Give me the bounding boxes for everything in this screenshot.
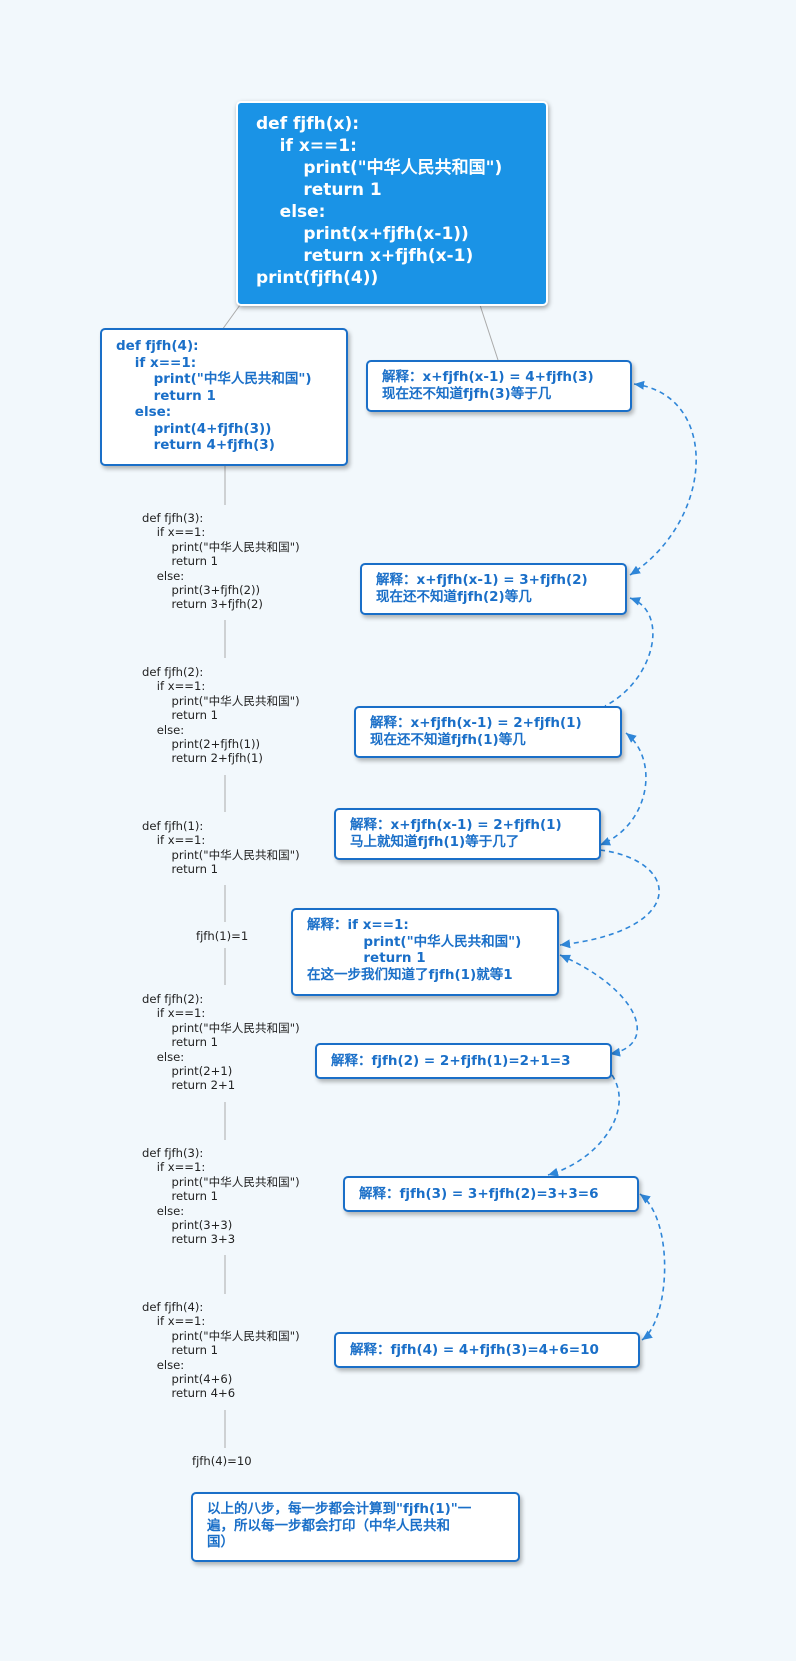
- trace-result-fjfh1: fjfh(1)=1: [196, 929, 249, 943]
- arrow-e6-to-e7: [547, 1074, 620, 1177]
- arrow-e2-to-e3: [604, 597, 654, 707]
- root-to-explanation1-line: [479, 304, 499, 361]
- explanation-box-1[interactable]: 解释：x+fjfh(x-1) = 4+fjfh(3) 现在还不知道fjfh(3)…: [366, 360, 632, 412]
- trace-step5-code: def fjfh(2): if x==1: print("中华人民共和国") r…: [142, 992, 300, 1093]
- explanation-arrows: [547, 380, 697, 1341]
- tree-connectors: [221, 304, 499, 1448]
- explanation-box-4[interactable]: 解释：x+fjfh(x-1) = 2+fjfh(1) 马上就知道fjfh(1)等…: [334, 808, 601, 860]
- arrow-e1-to-e2: [629, 380, 697, 576]
- explanation-box-2[interactable]: 解释：x+fjfh(x-1) = 3+fjfh(2) 现在还不知道fjfh(2)…: [360, 563, 627, 615]
- explanation-box-6[interactable]: 解释：fjfh(2) = 2+fjfh(1)=2+1=3: [315, 1043, 612, 1079]
- arrow-e4-to-e5: [559, 849, 660, 949]
- root-to-step1-line: [221, 304, 241, 331]
- arrow-e5-to-e6: [559, 954, 638, 1057]
- explanation-box-5[interactable]: 解释：if x==1: print("中华人民共和国") return 1 在这…: [291, 908, 559, 996]
- summary-box[interactable]: 以上的八步，每一步都会计算到"fjfh(1)"一 遍，所以每一步都会打印（中华人…: [191, 1492, 520, 1562]
- explanation-box-3[interactable]: 解释：x+fjfh(x-1) = 2+fjfh(1) 现在还不知道fjfh(1)…: [354, 706, 622, 758]
- trace-result-fjfh4: fjfh(4)=10: [192, 1454, 252, 1468]
- root-code-box[interactable]: def fjfh(x): if x==1: print("中华人民共和国") r…: [236, 101, 548, 306]
- trace-step6-code: def fjfh(3): if x==1: print("中华人民共和国") r…: [142, 1146, 300, 1247]
- trace-step3-code: def fjfh(2): if x==1: print("中华人民共和国") r…: [142, 665, 300, 766]
- arrow-e7-to-e8: [639, 1193, 666, 1341]
- arrow-e3-to-e4: [599, 732, 647, 846]
- trace-step7-code: def fjfh(4): if x==1: print("中华人民共和国") r…: [142, 1300, 300, 1401]
- trace-step2-code: def fjfh(3): if x==1: print("中华人民共和国") r…: [142, 511, 300, 612]
- explanation-box-8[interactable]: 解释：fjfh(4) = 4+fjfh(3)=4+6=10: [334, 1332, 640, 1368]
- step1-code-box[interactable]: def fjfh(4): if x==1: print("中华人民共和国") r…: [100, 328, 348, 466]
- explanation-box-7[interactable]: 解释：fjfh(3) = 3+fjfh(2)=3+3=6: [343, 1176, 639, 1212]
- trace-step4-code: def fjfh(1): if x==1: print("中华人民共和国") r…: [142, 819, 300, 877]
